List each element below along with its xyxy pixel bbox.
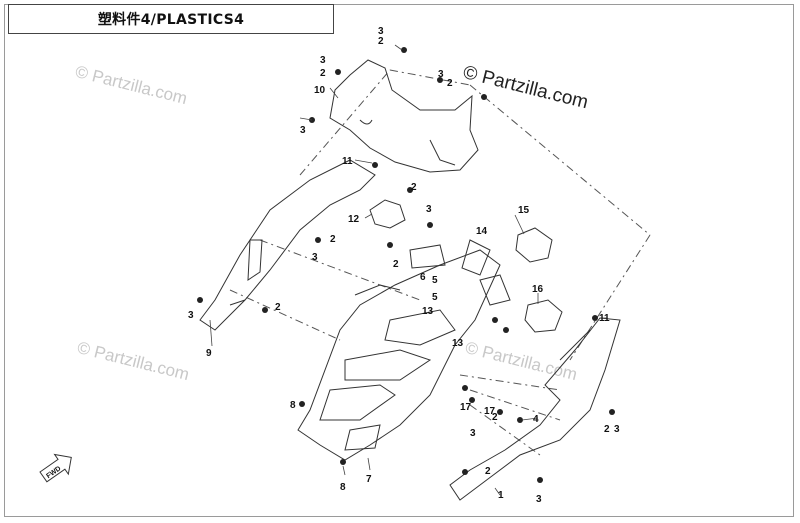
callout-13a: 13 — [422, 306, 434, 317]
callout-11a: 11 — [342, 156, 353, 167]
callout-9: 9 — [206, 348, 212, 359]
callout-3g: 3 — [188, 310, 194, 321]
callout-11b: 11 — [599, 313, 610, 324]
callout-13b: 13 — [452, 338, 464, 349]
left-side-panel — [199, 159, 376, 331]
callout-3i: 3 — [614, 424, 620, 435]
callout-3d: 3 — [300, 125, 306, 136]
bracket-16 — [524, 299, 563, 333]
leader-lines — [209, 44, 607, 496]
undertray — [297, 249, 501, 461]
right-side-panel — [449, 317, 621, 501]
callout-17b: 17 — [484, 406, 496, 417]
callout-3j: 3 — [536, 494, 542, 505]
callout-16: 16 — [532, 284, 544, 295]
callout-5a: 5 — [432, 275, 438, 286]
callout-2e: 2 — [330, 234, 336, 245]
bracket-12 — [369, 199, 406, 229]
callout-2f: 2 — [275, 302, 281, 313]
fasteners — [197, 47, 615, 483]
callout-1: 1 — [498, 490, 504, 501]
callout-12: 12 — [348, 214, 360, 225]
callout-2c: 2 — [447, 78, 453, 89]
callout-10: 10 — [314, 85, 326, 96]
callout-5b: 5 — [432, 292, 438, 303]
callout-4: 4 — [533, 414, 539, 425]
fwd-direction-badge: FWD — [39, 453, 72, 483]
page-title: 塑料件4/PLASTICS4 — [97, 12, 245, 28]
title-box: 塑料件4/PLASTICS4 — [8, 4, 334, 34]
callout-2g: 2 — [393, 259, 399, 270]
callout-3c: 3 — [438, 69, 444, 80]
callout-2j: 2 — [485, 466, 491, 477]
callout-2d: 2 — [411, 182, 417, 193]
callout-3f: 3 — [312, 252, 318, 263]
bracket-15 — [515, 227, 553, 263]
callout-2b: 2 — [320, 68, 326, 79]
callout-6: 6 — [420, 272, 426, 283]
callout-2i: 2 — [604, 424, 610, 435]
callout-15: 15 — [518, 205, 530, 216]
callout-7: 7 — [366, 474, 372, 485]
callout-8b: 8 — [340, 482, 346, 493]
assembly-guide-lines — [229, 69, 651, 456]
callout-2a: 2 — [378, 36, 384, 47]
callout-14: 14 — [476, 226, 488, 237]
callout-3a: 3 — [378, 26, 384, 37]
upper-fairing — [329, 59, 479, 173]
callout-3e: 3 — [426, 204, 432, 215]
diagram-frame — [4, 4, 794, 517]
callout-3h: 3 — [470, 428, 476, 439]
callout-3b: 3 — [320, 55, 326, 66]
callout-2h: 2 — [492, 412, 498, 423]
callout-17a: 17 — [460, 402, 472, 413]
callout-8a: 8 — [290, 400, 296, 411]
